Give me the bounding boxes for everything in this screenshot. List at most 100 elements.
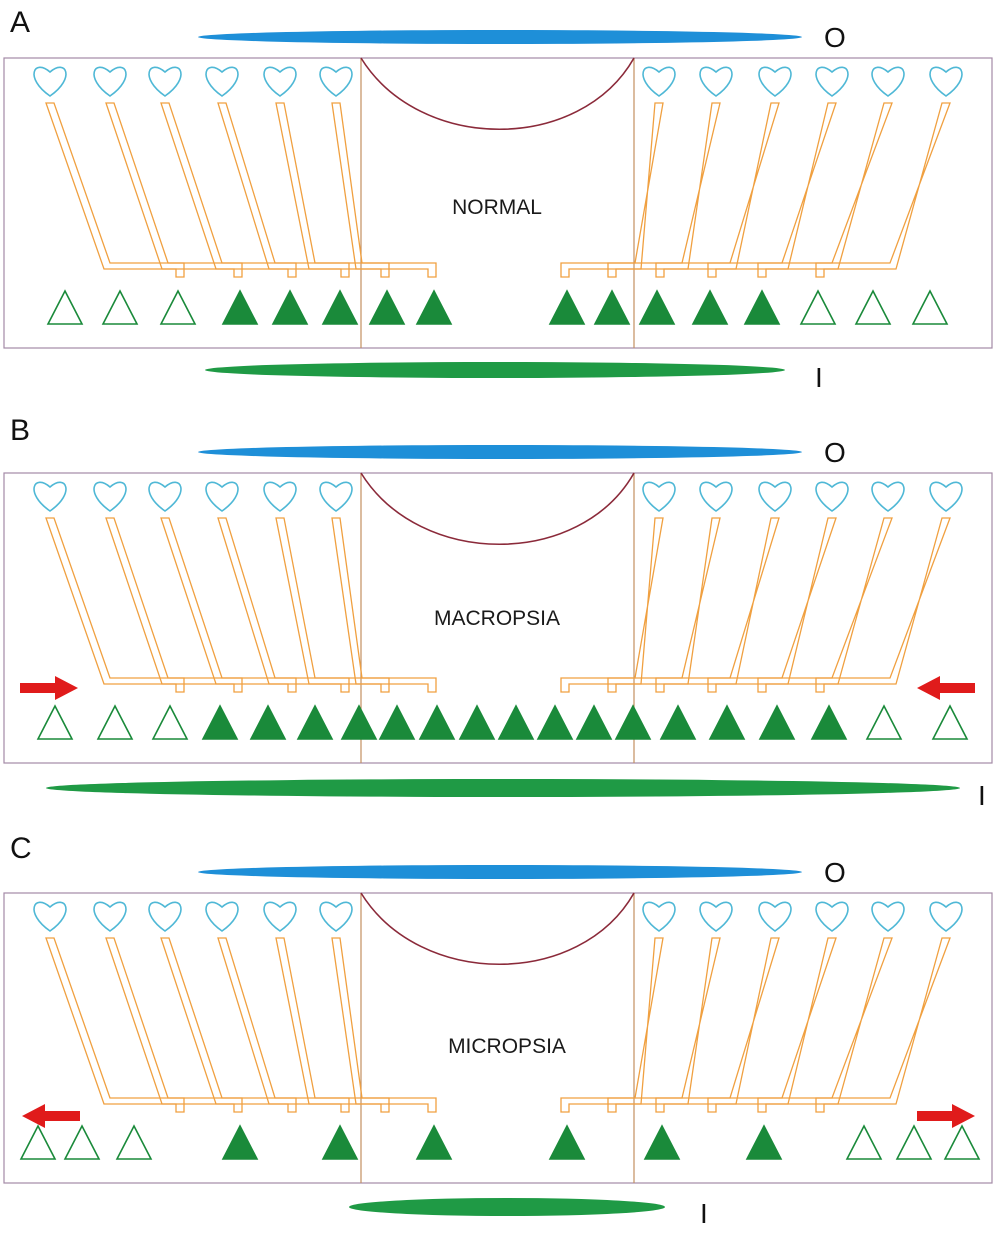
- connector-line: [160, 937, 297, 1113]
- ganglion-heart: [699, 66, 733, 97]
- receptor-triangle-filled: [221, 289, 259, 325]
- ganglion-heart: [758, 481, 792, 512]
- ganglion-heart: [205, 66, 239, 97]
- receptor-triangle-filled: [497, 704, 535, 740]
- ganglion-heart: [929, 66, 963, 97]
- object-ellipse: [198, 445, 802, 459]
- receptor-triangle-filled: [415, 289, 453, 325]
- connector-line: [331, 102, 437, 278]
- image-ellipse: [205, 362, 785, 378]
- condition-label: MICROPSIA: [448, 1035, 566, 1058]
- connector-line: [757, 517, 893, 693]
- receptor-triangle-filled: [249, 704, 287, 740]
- receptor-triangle-filled: [691, 289, 729, 325]
- fovea-curve: [360, 892, 635, 966]
- object-ellipse: [198, 30, 802, 44]
- retina-layers: [20, 472, 975, 763]
- ganglion-heart: [319, 66, 353, 97]
- ganglion-heart: [929, 901, 963, 932]
- receptor-triangle-filled: [548, 1124, 586, 1160]
- connector-line: [707, 517, 837, 693]
- receptor-triangle-filled: [340, 704, 378, 740]
- receptor-triangle-empty: [159, 289, 197, 325]
- panel-letter: B: [10, 414, 30, 447]
- connector-line: [757, 102, 893, 278]
- connector-line: [815, 517, 951, 693]
- retina-frame: [3, 892, 993, 1184]
- image-ellipse: [349, 1198, 665, 1216]
- shift-arrow: [917, 676, 975, 700]
- receptor-triangle-empty: [115, 1124, 153, 1160]
- ganglion-heart: [871, 481, 905, 512]
- receptor-triangle-empty: [63, 1124, 101, 1160]
- connector-line: [45, 937, 185, 1113]
- receptor-triangle-empty: [931, 704, 969, 740]
- ganglion-heart: [263, 901, 297, 932]
- receptor-triangle-empty: [799, 289, 837, 325]
- ganglion-heart: [93, 66, 127, 97]
- receptor-triangle-filled: [810, 704, 848, 740]
- receptor-triangle-filled: [201, 704, 239, 740]
- ganglion-heart: [758, 66, 792, 97]
- shift-arrow: [20, 676, 78, 700]
- receptor-triangle-filled: [614, 704, 652, 740]
- receptor-triangle-filled: [758, 704, 796, 740]
- connector-line: [160, 517, 297, 693]
- ganglion-heart: [33, 901, 67, 932]
- connector-line: [560, 517, 664, 693]
- receptor-triangle-filled: [418, 704, 456, 740]
- connector-line: [105, 517, 243, 693]
- retina-frame: [3, 472, 993, 764]
- receptor-triangle-filled: [708, 704, 746, 740]
- object-label: O: [824, 22, 846, 53]
- receptor-triangle-filled: [575, 704, 613, 740]
- connector-line: [560, 937, 664, 1113]
- receptor-triangle-filled: [296, 704, 334, 740]
- receptor-triangle-filled: [548, 289, 586, 325]
- connector-line: [607, 937, 721, 1113]
- receptor-triangle-filled: [745, 1124, 783, 1160]
- receptor-triangle-filled: [378, 704, 416, 740]
- ganglion-heart: [815, 901, 849, 932]
- receptor-triangle-empty: [845, 1124, 883, 1160]
- image-ellipse: [46, 779, 960, 797]
- connector-line: [217, 517, 350, 693]
- panel-letter: C: [10, 832, 32, 865]
- ganglion-heart: [871, 66, 905, 97]
- ganglion-heart: [33, 66, 67, 97]
- fovea-curve: [360, 57, 635, 131]
- ganglion-heart: [148, 901, 182, 932]
- ganglion-heart: [642, 901, 676, 932]
- ganglion-heart: [263, 481, 297, 512]
- connector-line: [815, 102, 951, 278]
- shift-arrow: [22, 1104, 80, 1128]
- ganglion-heart: [205, 481, 239, 512]
- connector-line: [275, 937, 390, 1113]
- panel-b: B O MACROPSIA I: [3, 414, 993, 811]
- object-ellipse: [198, 865, 802, 879]
- ganglion-heart: [93, 481, 127, 512]
- receptor-triangle-filled: [659, 704, 697, 740]
- connector-line: [217, 937, 350, 1113]
- connector-line: [105, 937, 243, 1113]
- receptor-triangle-empty: [36, 704, 74, 740]
- ganglion-heart: [929, 481, 963, 512]
- ganglion-heart: [871, 901, 905, 932]
- connector-line: [45, 517, 185, 693]
- receptor-triangle-empty: [96, 704, 134, 740]
- retina-layers: [19, 892, 981, 1183]
- connector-line: [815, 937, 951, 1113]
- receptor-triangle-filled: [743, 289, 781, 325]
- receptor-triangle-filled: [536, 704, 574, 740]
- condition-label: NORMAL: [452, 196, 542, 219]
- connector-line: [655, 102, 780, 278]
- fovea-curve: [360, 472, 635, 546]
- ganglion-heart: [319, 481, 353, 512]
- image-label: I: [700, 1198, 708, 1229]
- ganglion-heart: [319, 901, 353, 932]
- receptor-triangle-empty: [865, 704, 903, 740]
- retina-frame: [3, 57, 993, 349]
- receptor-triangle-filled: [221, 1124, 259, 1160]
- ganglion-heart: [699, 901, 733, 932]
- receptor-triangle-empty: [19, 1124, 57, 1160]
